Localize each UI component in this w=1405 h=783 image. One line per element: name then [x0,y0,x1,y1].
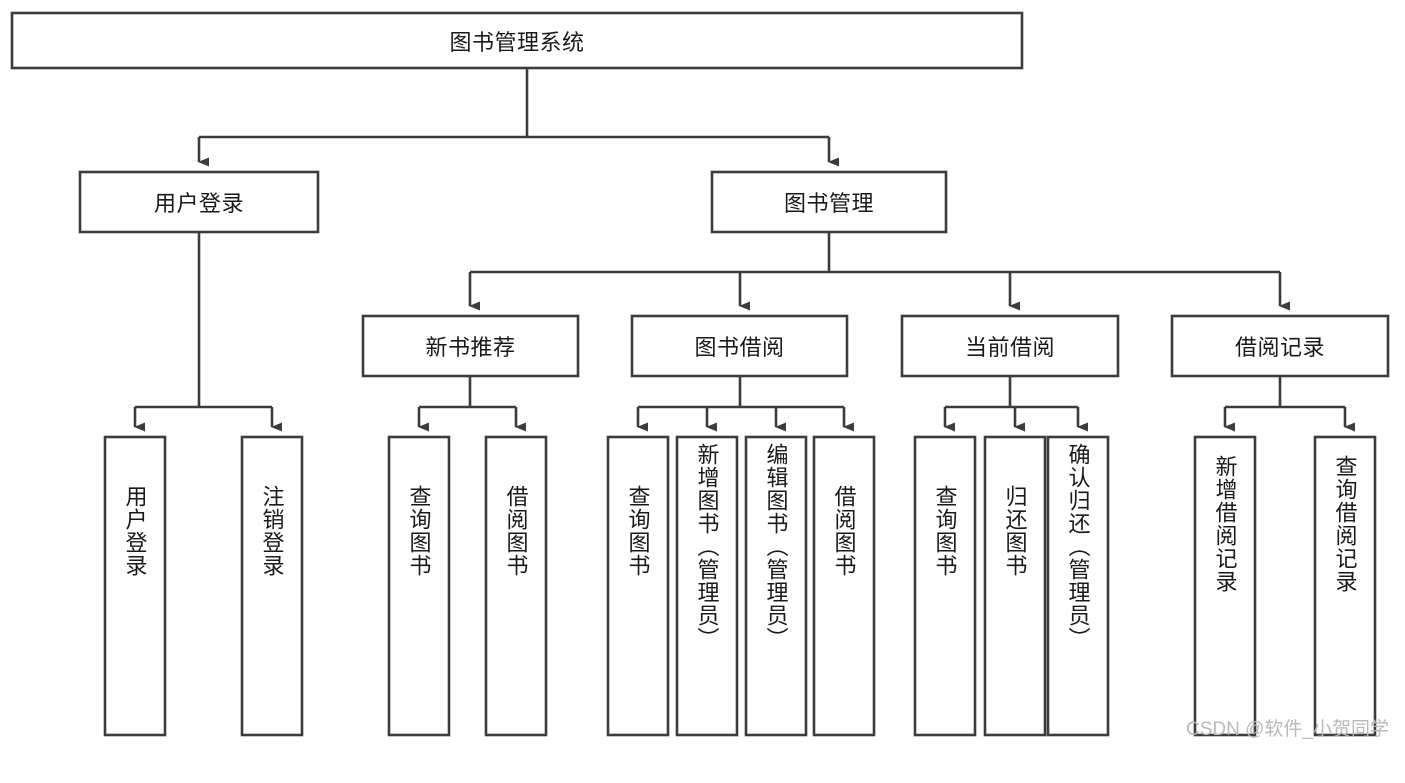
leaf-box-add-borrow-record[interactable] [1193,435,1257,737]
leaf-box-borrow-book-1[interactable] [484,435,548,737]
leaf-box-user-login[interactable] [103,435,167,737]
node-box-user-login[interactable] [78,170,320,234]
connector-layer [133,68,1355,432]
leaf-box-query-book-3[interactable] [913,435,977,737]
leaf-box-return-book[interactable] [983,435,1047,737]
leaf-box-edit-book-admin[interactable] [744,435,808,737]
node-box-new-book-recommend[interactable] [361,314,580,378]
diagram-canvas: 图书管理系统 用户登录 图书管理 新书推荐 图书借阅 当前借阅 借阅记录 用户登… [10,11,1390,740]
leaf-box-query-borrow-record[interactable] [1313,435,1377,737]
node-box-borrow-record[interactable] [1170,314,1390,378]
leaf-box-confirm-return-admin[interactable] [1046,435,1110,737]
node-box-current-borrow[interactable] [900,314,1120,378]
node-box-root[interactable] [10,11,1024,70]
leaf-box-borrow-book-2[interactable] [812,435,876,737]
tree-diagram-svg [10,11,1390,737]
leaf-box-query-book-2[interactable] [606,435,670,737]
leaf-box-add-book-admin[interactable] [675,435,739,737]
leaf-box-query-book-1[interactable] [387,435,451,737]
node-box-book-borrow[interactable] [630,314,849,378]
node-box-book-management[interactable] [710,170,948,234]
node-box-layer [10,11,1390,737]
leaf-box-logout[interactable] [240,435,304,737]
